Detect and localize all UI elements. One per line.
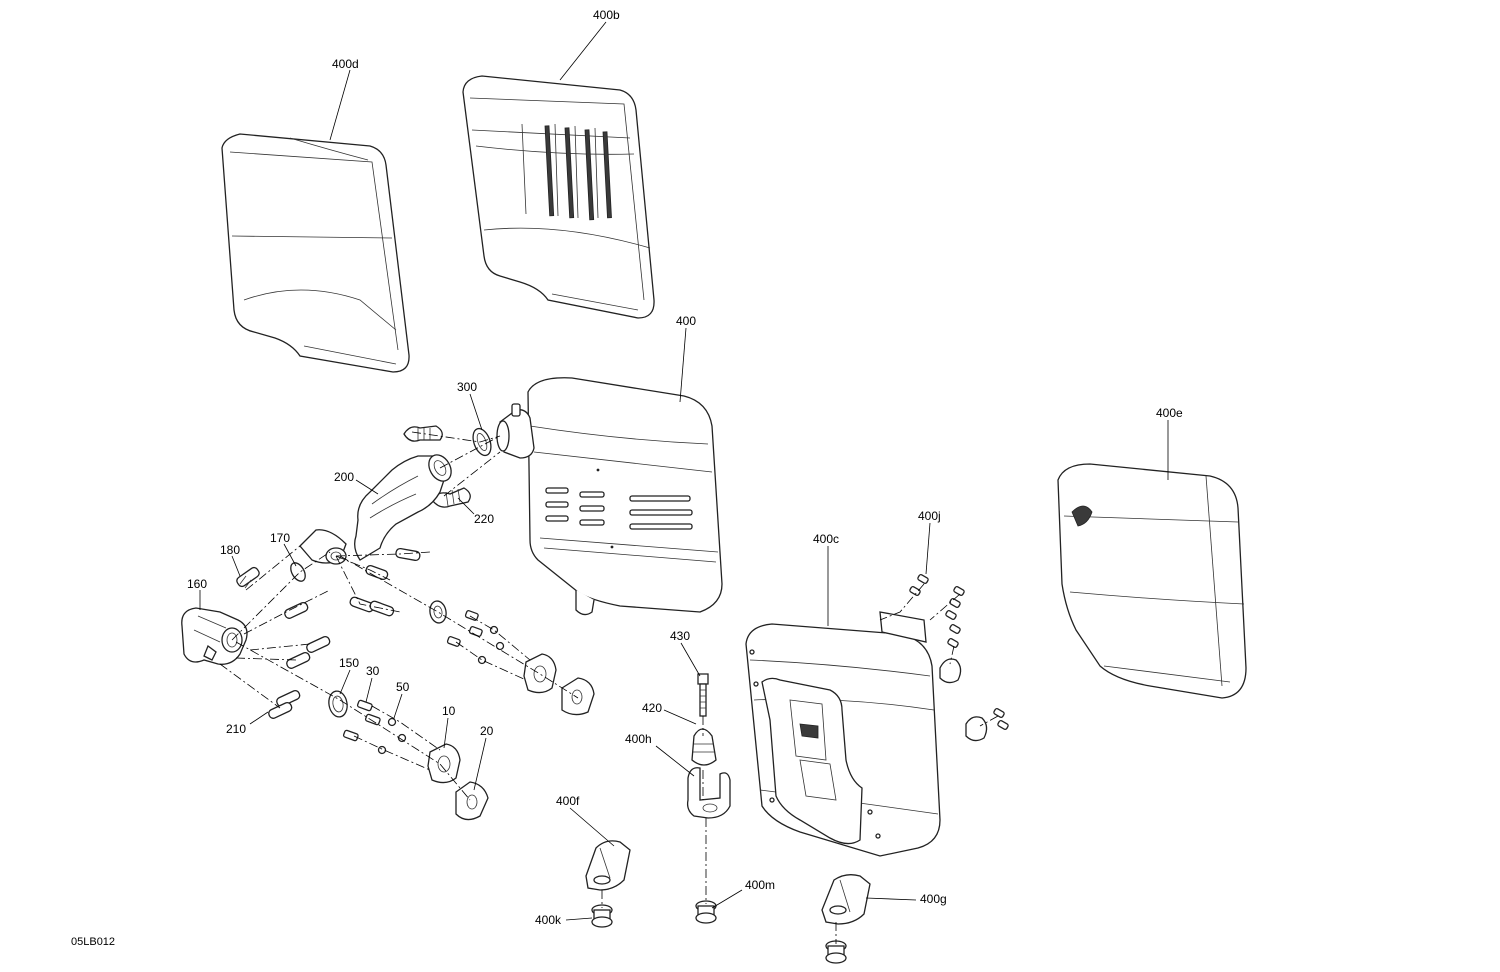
callout-50: 50	[396, 680, 410, 694]
muffler-vent-slots	[545, 487, 693, 530]
callout-170: 170	[270, 531, 290, 545]
callout-400g: 400g	[920, 892, 947, 906]
bolt-set-400j	[909, 573, 1009, 731]
heat-shield-400c	[745, 623, 941, 857]
bracket-plate-400j	[879, 573, 1009, 742]
nut-400m	[695, 900, 717, 924]
header-pipe-200	[299, 454, 452, 565]
heat-shield-400e	[1057, 463, 1247, 699]
callout-400k: 400k	[535, 913, 562, 927]
springs-and-studs	[236, 547, 505, 755]
flange-10	[427, 653, 557, 784]
assembly-center-lines	[219, 431, 999, 944]
manifold-160	[181, 607, 248, 665]
callout-420: 420	[642, 701, 662, 715]
leader-lines	[199, 21, 1169, 921]
callout-20: 20	[480, 724, 494, 738]
callout-150: 150	[339, 656, 359, 670]
heat-shield-400b	[462, 75, 655, 319]
bolt-430	[697, 673, 709, 717]
callout-210: 210	[226, 722, 246, 736]
spring-180	[236, 566, 260, 589]
callout-300: 300	[457, 380, 477, 394]
callout-400e: 400e	[1156, 406, 1183, 420]
callout-400h: 400h	[625, 732, 652, 746]
callout-430: 430	[670, 629, 690, 643]
callout-10: 10	[442, 704, 456, 718]
callout-200: 200	[334, 470, 354, 484]
muffler-inlet-pipe	[496, 403, 535, 459]
callout-400: 400	[676, 314, 696, 328]
callout-400b: 400b	[593, 8, 620, 22]
nut-400g-lower	[825, 940, 847, 964]
heat-shield-400d	[221, 133, 410, 373]
gasket-150	[328, 690, 348, 718]
callout-400m: 400m	[745, 878, 775, 892]
muffler-400	[527, 377, 723, 616]
callout-160: 160	[187, 577, 207, 591]
bracket-400f	[585, 840, 631, 891]
spring-220	[431, 487, 471, 508]
callout-400f: 400f	[556, 794, 580, 808]
spring-upper	[403, 425, 443, 442]
callout-labels: 400d 400b 400 300 200 220 400e 400j 400c…	[187, 8, 1183, 927]
gasket-170	[290, 562, 306, 582]
bracket-400g	[821, 874, 871, 925]
callout-30: 30	[366, 664, 380, 678]
figure-code: 05LB012	[71, 936, 115, 948]
gasket-300	[472, 427, 492, 457]
grommet-420	[691, 728, 717, 766]
callout-400j: 400j	[918, 509, 941, 523]
callout-400d: 400d	[332, 57, 359, 71]
gasket-20	[455, 677, 595, 821]
callout-180: 180	[220, 543, 240, 557]
callout-220: 220	[474, 512, 494, 526]
callout-400c: 400c	[813, 532, 839, 546]
nut-400k	[591, 904, 613, 928]
bracket-400h	[686, 767, 731, 819]
